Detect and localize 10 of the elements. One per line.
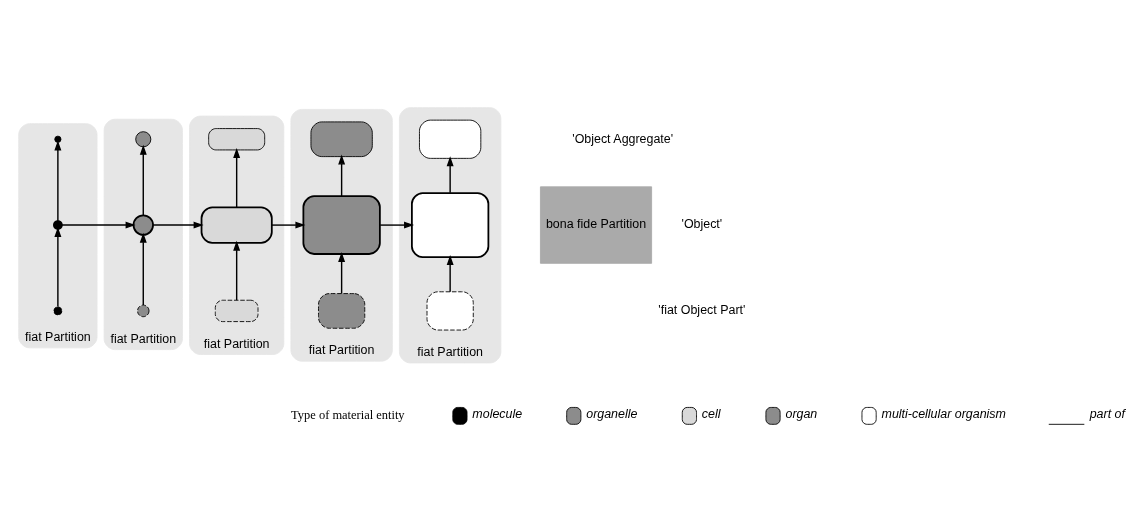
legend-label: part of [1089,406,1125,421]
legend-label: organelle [586,406,638,421]
label: 'Object Aggregate' [572,131,674,146]
legend-label: cell [701,406,721,421]
legend-label: multi-cellular organism [881,406,1006,421]
label: 'fiat Object Part' [658,302,746,317]
legend-label: molecule [472,406,523,421]
label: Type of material entity [291,407,405,422]
label: 'Object' [681,216,723,231]
legend-label: organ [785,406,818,421]
